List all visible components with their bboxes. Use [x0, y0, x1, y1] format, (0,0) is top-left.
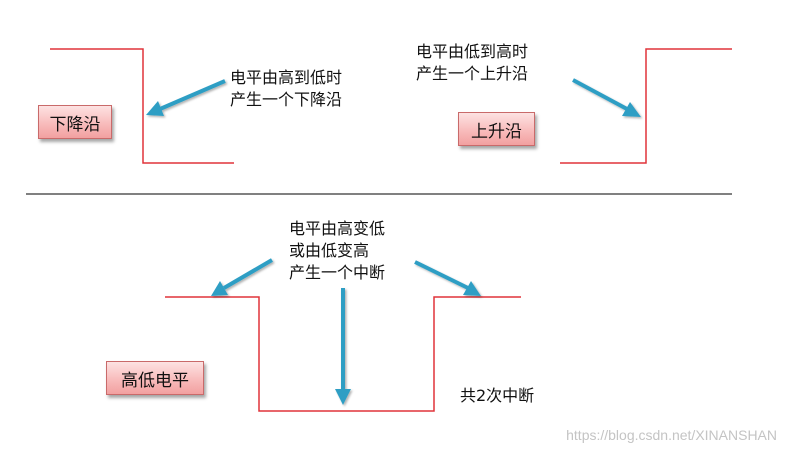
- level-box: 高低电平: [106, 361, 204, 395]
- falling-edge-note: 电平由高到低时 产生一个下降沿: [230, 67, 342, 111]
- rising-edge-waveform: [560, 48, 732, 164]
- interrupt-note-line-1: 电平由高变低: [289, 219, 386, 238]
- watermark: https://blog.csdn.net/XINANSHAN: [566, 427, 777, 443]
- arrow-to-interrupt-low-icon: [335, 288, 351, 405]
- interrupt-note: 电平由高变低 或由低变高 产生一个中断: [289, 218, 385, 284]
- falling-edge-note-line-2: 产生一个下降沿: [230, 90, 343, 109]
- rising-edge-note-line-1: 电平由低到高时: [416, 42, 529, 61]
- interrupt-note-line-3: 产生一个中断: [289, 263, 386, 282]
- arrow-to-falling-edge-icon: [146, 79, 226, 116]
- arrow-to-rising-edge-icon: [572, 78, 641, 117]
- falling-edge-note-line-1: 电平由高到低时: [230, 68, 343, 87]
- rising-edge-note-line-2: 产生一个上升沿: [416, 64, 529, 83]
- rising-edge-note: 电平由低到高时 产生一个上升沿: [416, 41, 528, 85]
- arrow-to-interrupt-high-right-icon: [414, 260, 481, 296]
- arrow-to-interrupt-high-left-icon: [211, 258, 274, 296]
- rising-edge-box: 上升沿: [458, 112, 535, 146]
- falling-edge-waveform: [50, 48, 234, 164]
- falling-edge-box: 下降沿: [38, 105, 112, 139]
- interrupt-count: 共2次中断: [460, 386, 535, 405]
- interrupt-note-line-2: 或由低变高: [289, 241, 370, 260]
- interrupt-waveform: [165, 296, 521, 412]
